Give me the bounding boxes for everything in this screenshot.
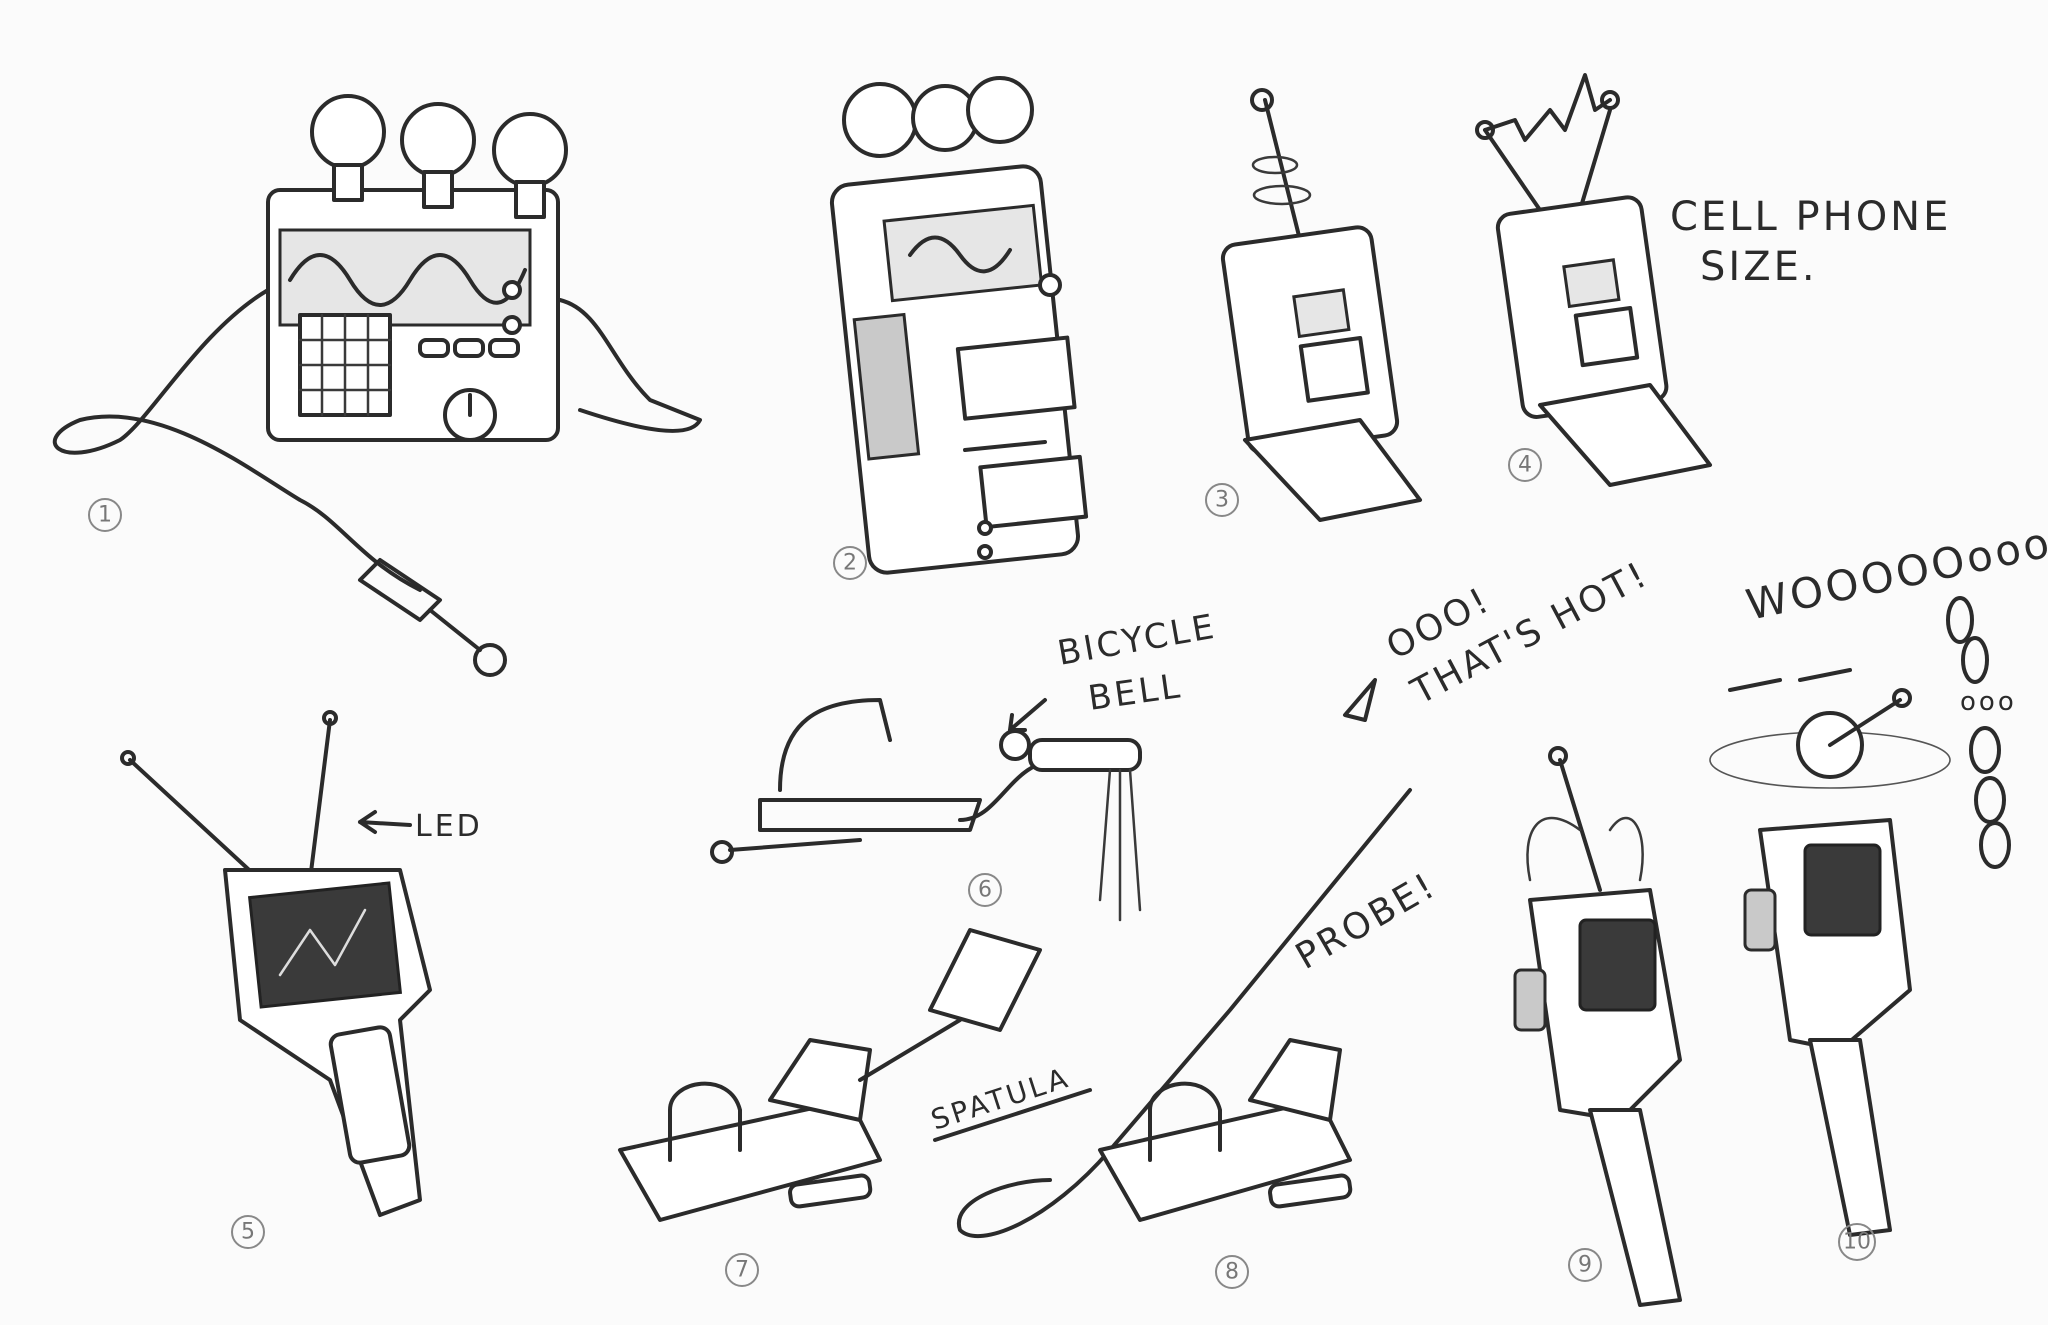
sketch-10-spin-arrows — [1728, 668, 1852, 692]
sketch-6-bike-handle-device — [710, 698, 1142, 922]
sketch-2-side-grip — [852, 312, 921, 461]
sketch-4-flip-keypad — [1538, 383, 1712, 487]
sketch-2-screen — [882, 203, 1044, 303]
sketch-9-striped-handle — [1588, 1108, 1682, 1307]
svg-text:LED: LED — [415, 809, 483, 844]
sketch-number-labels: 1 2 3 4 5 6 7 8 — [88, 448, 1876, 1289]
sketch-10-satellite-dish-scanner — [1709, 596, 2011, 1237]
sketch-1-oscilloscope-screen — [278, 228, 532, 327]
sketch-number-3: 3 — [1205, 483, 1239, 517]
annotation-probe: PROBE! — [1289, 865, 1444, 978]
sketch-4-antenna-left — [1483, 128, 1542, 212]
sketch-5-screen — [247, 881, 403, 1009]
sketch-number-10: 10 — [1838, 1223, 1876, 1261]
svg-text:BICYCLE: BICYCLE — [1055, 607, 1220, 674]
annotation-spatula: SPATULA — [927, 1061, 1092, 1142]
sketch-1-waveform — [288, 253, 527, 307]
sketch-5-antenna-left — [128, 758, 262, 882]
bicycle-bell-arrow — [1008, 698, 1047, 732]
sketch-1-strap — [558, 298, 702, 433]
sketch-10-striped-handle — [1808, 1038, 1892, 1237]
sketch-6-bicycle-bell — [999, 729, 1031, 761]
sketch-8-meter — [1248, 1038, 1342, 1122]
sketch-number-6: 6 — [968, 873, 1002, 907]
sketch-7-base — [618, 1098, 882, 1222]
sketch-1-keypad-grid — [298, 313, 392, 417]
svg-text:7: 7 — [735, 1258, 749, 1283]
sketch-10-screen — [1803, 843, 1882, 937]
annotation-ooo-thats-hot: OOO! THAT'S HOT! — [1343, 554, 1655, 722]
sketch-3-flip-phone-antenna — [1220, 88, 1422, 522]
svg-text:SPATULA: SPATULA — [927, 1061, 1074, 1137]
sketch-number-7: 7 — [725, 1253, 759, 1287]
sketch-7-spatula-head — [928, 928, 1042, 1032]
sketch-3-antenna — [1263, 98, 1302, 242]
sketch-7-spatula-shaft — [858, 1018, 962, 1082]
sketch-8-metal-detector-probe — [956, 788, 1412, 1239]
led-arrow — [358, 810, 412, 834]
sketch-number-1: 1 — [88, 498, 122, 532]
sketch-5-grip-keypad — [328, 1025, 412, 1165]
sketch-2-waveform — [908, 235, 1012, 274]
sketch-10-sound-ovals — [1946, 596, 2011, 869]
svg-text:3: 3 — [1215, 488, 1229, 513]
sketch-5-gun-scanner-leds — [120, 710, 432, 1217]
annotation-bicycle-bell: BICYCLE BELL — [1008, 607, 1220, 732]
annotation-woo: WOOOOOoooOO — [1742, 502, 2048, 630]
svg-text:5: 5 — [241, 1220, 255, 1245]
sketch-number-4: 4 — [1508, 448, 1542, 482]
sketch-8-base — [1098, 1098, 1352, 1222]
annotation-ooo-small: ooo — [1960, 687, 2017, 717]
sketch-9-handheld-scanner-coil — [1513, 746, 1682, 1307]
svg-text:9: 9 — [1578, 1253, 1592, 1278]
sketch-4-zigzag-spark — [1483, 73, 1612, 142]
annotation-led: LED — [358, 809, 483, 844]
svg-text:2: 2 — [843, 551, 857, 576]
sketch-9-coil-cords — [1526, 816, 1644, 882]
svg-text:BELL: BELL — [1086, 666, 1185, 719]
sketch-4-flip-phone-zigzag — [1475, 73, 1712, 487]
svg-text:6: 6 — [978, 878, 992, 903]
sketch-3-upper-body — [1220, 225, 1400, 455]
sketch-1-handle-grip — [358, 558, 442, 622]
sketch-8-handle — [1148, 1081, 1222, 1162]
sketch-4-antenna-right — [1578, 108, 1612, 212]
sketch-6-grip — [1028, 738, 1142, 772]
thats-hot-arrow — [1343, 678, 1377, 722]
sketch-7-meter — [768, 1038, 872, 1122]
sketch-8-probe-cable — [956, 788, 1412, 1239]
sketch-7-handle — [668, 1081, 742, 1162]
sketch-number-9: 9 — [1568, 1248, 1602, 1282]
sketch-2-handheld-bulb-device — [829, 76, 1089, 575]
sketch-1-bulb-box-device — [52, 94, 702, 677]
svg-text:4: 4 — [1518, 453, 1532, 478]
sketch-7-metal-detector-spatula — [618, 928, 1042, 1222]
svg-text:1: 1 — [98, 503, 112, 528]
sketch-5-antenna-right — [308, 718, 332, 882]
sketch-number-5: 5 — [231, 1215, 265, 1249]
annotation-cell-phone-size: CELL PHONE SIZE. — [1670, 194, 1951, 290]
svg-text:8: 8 — [1225, 1260, 1239, 1285]
sketch-6-handlebar-left — [778, 698, 892, 792]
sketch-9-antenna — [1558, 758, 1602, 892]
svg-text:CELL PHONE: CELL PHONE — [1670, 194, 1951, 240]
sketch-1-probe-tip — [473, 643, 507, 677]
sketch-number-2: 2 — [833, 546, 867, 580]
sketch-number-8: 8 — [1215, 1255, 1249, 1289]
sketch-1-cable — [52, 288, 422, 592]
sketch-6-tassels — [1098, 768, 1142, 922]
sketch-9-screen — [1578, 918, 1657, 1012]
sketch-3-flip-keypad — [1243, 418, 1422, 522]
svg-text:10: 10 — [1843, 1230, 1871, 1255]
sketch-6-base-plate — [758, 798, 982, 832]
sketch-1-bulbs — [310, 94, 568, 219]
spatula-underline — [933, 1088, 1092, 1142]
svg-text:SIZE.: SIZE. — [1700, 244, 1818, 290]
